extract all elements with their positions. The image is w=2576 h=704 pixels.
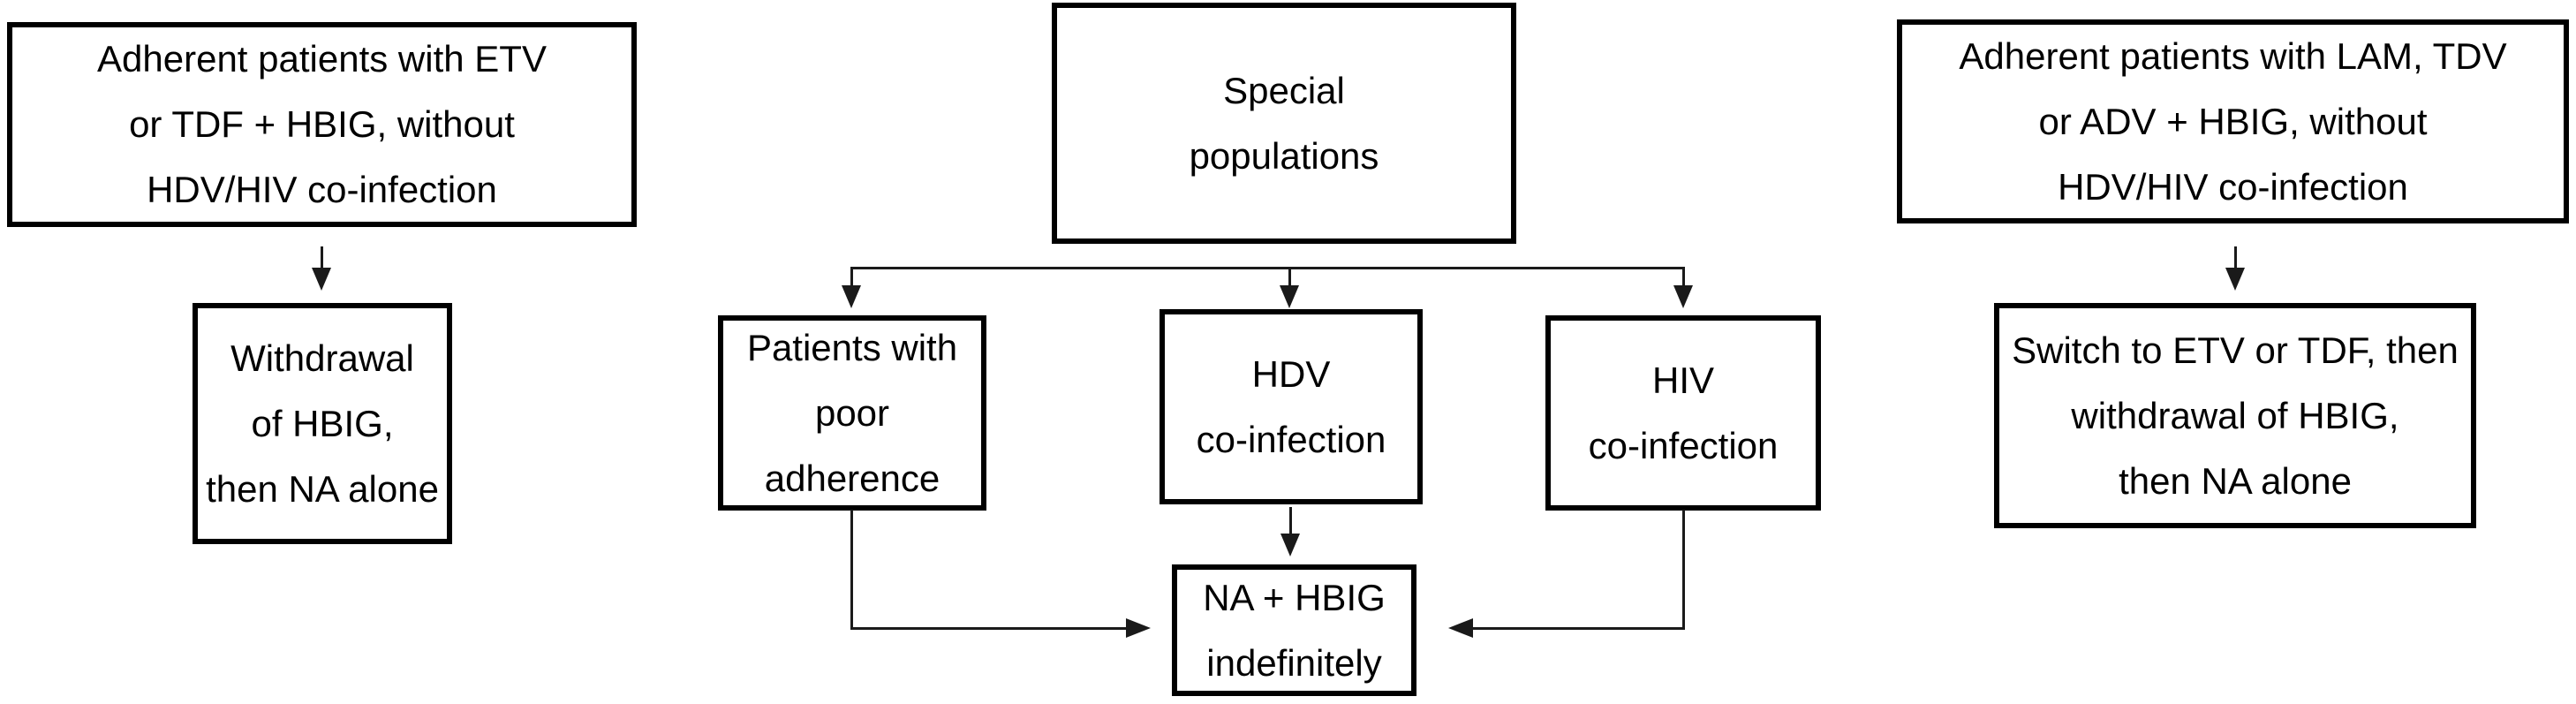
- node-switch-etv-tdf: Switch to ETV or TDF, then withdrawal of…: [1994, 303, 2476, 528]
- node-adherent-lam-tdv-adv: Adherent patients with LAM, TDV or ADV +…: [1897, 19, 2569, 223]
- branch-rail-line: [851, 267, 1685, 269]
- node-text-line: NA + HBIG: [1203, 576, 1386, 618]
- arrow-hiv-to-na-hbig-horizontal: [1473, 627, 1685, 630]
- arrow-adherent-lam-to-switch-stem: [2234, 246, 2237, 268]
- node-text-line: populations: [1189, 134, 1379, 177]
- node-text-line: Special: [1223, 69, 1345, 111]
- node-hiv-coinfection: HIV co-infection: [1545, 315, 1821, 511]
- node-text-line: poor: [814, 391, 890, 434]
- node-poor-adherence: Patients with poor adherence: [718, 315, 986, 511]
- node-text-line: co-infection: [1196, 418, 1386, 460]
- arrow-poor-adherence-to-na-hbig-arrowhead: [1126, 618, 1151, 638]
- node-text-line: HDV/HIV co-infection: [2058, 165, 2408, 208]
- arrow-hiv-to-na-hbig-vertical: [1682, 510, 1685, 630]
- node-text-line: Switch to ETV or TDF, then: [2012, 329, 2459, 371]
- node-text-line: or TDF + HBIG, without: [129, 103, 515, 145]
- node-adherent-etv-tdf: Adherent patients with ETV or TDF + HBIG…: [7, 22, 637, 227]
- branch-drop-hiv-stem: [1682, 267, 1685, 285]
- node-text-line: of HBIG,: [251, 402, 394, 444]
- branch-drop-poor-adherence-stem: [850, 267, 853, 285]
- node-text-line: HDV/HIV co-infection: [147, 169, 497, 210]
- node-text-line: Adherent patients with ETV: [97, 38, 547, 79]
- node-na-hbig-indefinitely: NA + HBIG indefinitely: [1172, 564, 1416, 696]
- node-text-line: indefinitely: [1206, 641, 1382, 684]
- node-text-line: co-infection: [1588, 424, 1779, 466]
- node-text-line: then NA alone: [2119, 459, 2352, 502]
- arrow-hdv-to-na-hbig-stem: [1289, 507, 1292, 534]
- node-withdrawal-hbig: Withdrawal of HBIG, then NA alone: [193, 303, 452, 544]
- branch-drop-hdv-stem: [1288, 267, 1291, 285]
- node-text-line: HIV: [1651, 359, 1714, 401]
- branch-drop-hdv-arrowhead: [1280, 285, 1299, 308]
- arrow-adherent-lam-to-switch-arrowhead: [2225, 268, 2245, 291]
- node-text-line: HDV: [1251, 352, 1331, 395]
- branch-drop-poor-adherence-arrowhead: [842, 285, 861, 308]
- arrow-hiv-to-na-hbig-arrowhead: [1448, 618, 1473, 638]
- arrow-adherent-etv-to-withdrawal-arrowhead: [312, 268, 331, 291]
- node-special-populations: Special populations: [1052, 3, 1516, 244]
- node-text-line: Withdrawal: [230, 337, 414, 379]
- node-hdv-coinfection: HDV co-infection: [1160, 309, 1423, 504]
- branch-drop-hiv-arrowhead: [1673, 285, 1693, 308]
- arrow-adherent-etv-to-withdrawal-stem: [321, 246, 323, 268]
- arrow-poor-adherence-to-na-hbig-horizontal: [850, 627, 1126, 630]
- node-text-line: or ADV + HBIG, without: [2038, 100, 2428, 142]
- node-text-line: withdrawal of HBIG,: [2071, 394, 2399, 436]
- node-text-line: Patients with: [746, 326, 958, 368]
- arrow-hdv-to-na-hbig-arrowhead: [1280, 534, 1300, 556]
- node-text-line: Adherent patients with LAM, TDV: [1959, 34, 2507, 77]
- arrow-poor-adherence-to-na-hbig-vertical: [850, 510, 853, 630]
- node-text-line: adherence: [764, 457, 941, 499]
- node-text-line: then NA alone: [206, 467, 439, 510]
